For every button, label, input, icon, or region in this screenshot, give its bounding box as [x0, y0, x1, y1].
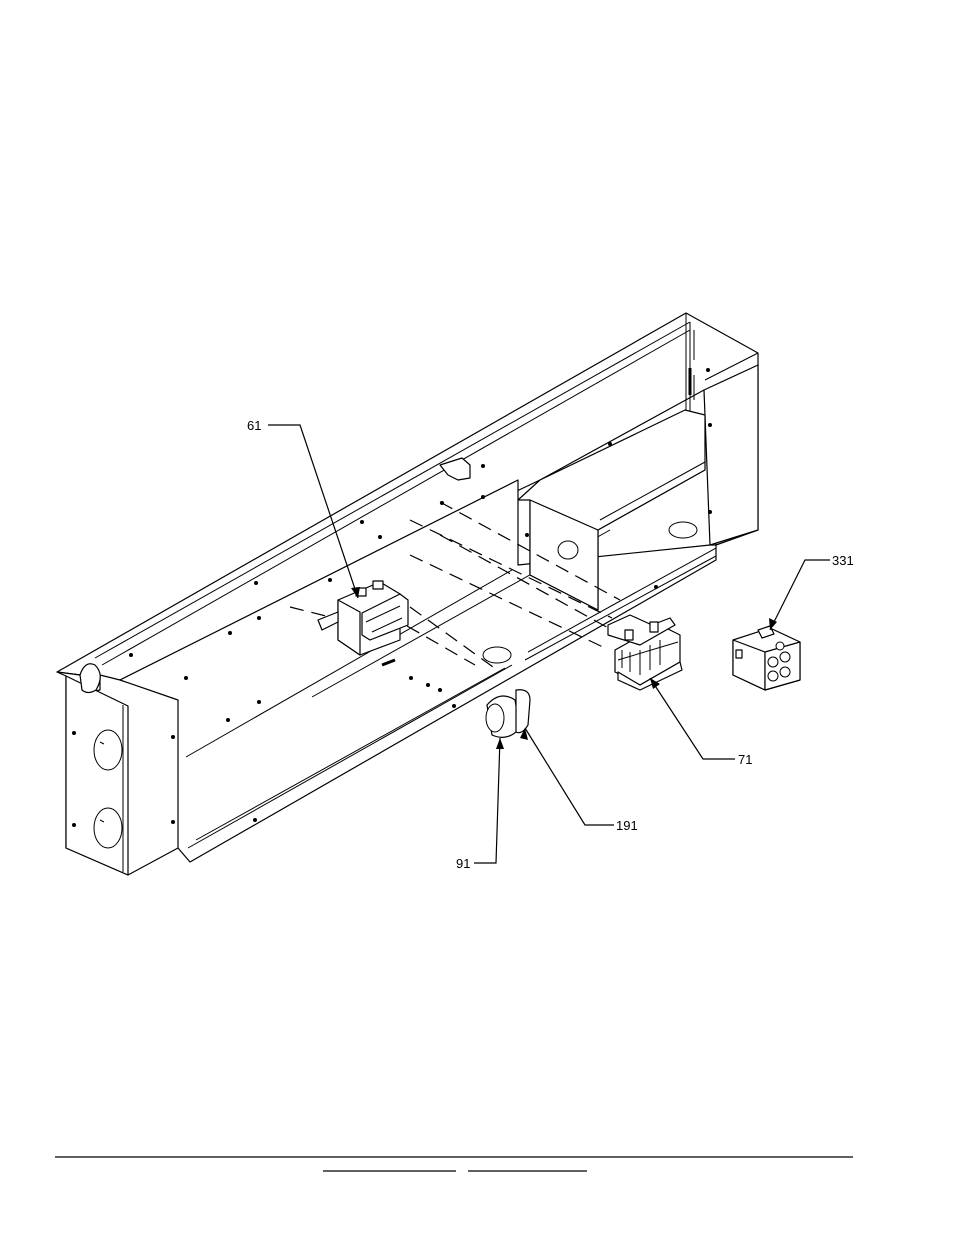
leader-331	[770, 560, 830, 630]
leader-191	[525, 728, 614, 825]
chassis-right-end-panel	[704, 365, 758, 545]
footer-rules	[55, 1157, 853, 1171]
leader-91	[474, 738, 500, 863]
callout-61: 61	[247, 418, 261, 433]
terminal-block-71	[608, 615, 682, 690]
chassis	[57, 313, 758, 875]
callout-331: 331	[832, 553, 854, 568]
callout-91: 91	[456, 856, 470, 871]
clip-191	[516, 690, 530, 733]
knockout-hole	[94, 730, 122, 770]
capacitor-91	[486, 696, 520, 737]
callout-71: 71	[738, 752, 752, 767]
knockout-hole	[94, 808, 122, 848]
connector-331	[733, 626, 800, 690]
callout-191: 191	[616, 818, 638, 833]
leader-71	[650, 678, 735, 759]
